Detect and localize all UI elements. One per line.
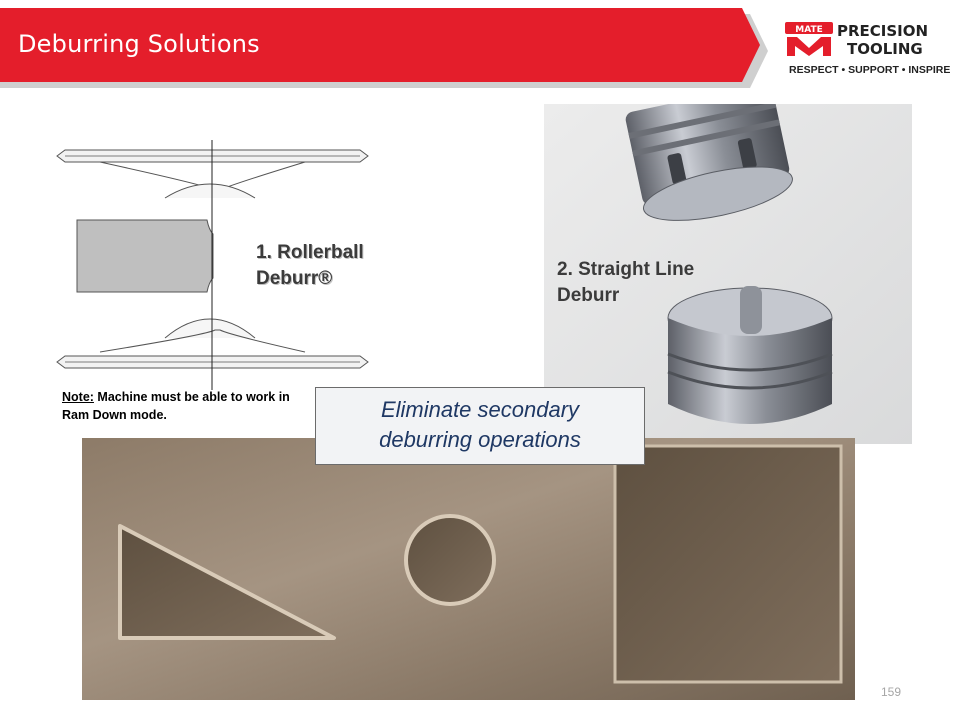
logo-name: PRECISION TOOLING	[837, 22, 928, 58]
page-number: 159	[881, 685, 902, 699]
logo-name-line1: PRECISION	[837, 22, 929, 40]
logo-tagline: RESPECT • SUPPORT • INSPIRE	[789, 64, 951, 76]
rollerball-label-line1: 1. Rollerball	[256, 242, 364, 263]
eliminate-callout-box: Eliminate secondary deburring operations	[315, 387, 645, 465]
straight-line-label-line1: 2. Straight Line	[557, 259, 695, 280]
callout-line1: Eliminate secondary	[380, 397, 580, 422]
company-logo: MATE PRECISION TOOLING RESPECT • SUPPORT…	[785, 22, 950, 82]
deburred-sheet-metal-photo	[82, 438, 855, 700]
callout-line2: deburring operations	[379, 427, 581, 452]
mate-logo-mark-icon: MATE	[785, 22, 833, 56]
logo-name-line2: TOOLING	[847, 40, 923, 58]
rollerball-deburr-diagram	[56, 140, 369, 390]
ram-down-note: Note: Machine must be able to work in Ra…	[62, 388, 302, 424]
rollerball-label: 1. Rollerball Deburr®	[256, 240, 364, 292]
rollerball-label-line2: Deburr®	[256, 268, 333, 289]
note-text: Machine must be able to work in Ram Down…	[62, 390, 290, 422]
straight-line-label-line2: Deburr	[557, 285, 620, 306]
note-prefix: Note:	[62, 390, 94, 404]
straight-line-label: 2. Straight Line Deburr	[557, 257, 694, 309]
slide-title: Deburring Solutions	[18, 30, 260, 58]
title-banner	[0, 8, 768, 88]
logo-mark-text: MATE	[795, 25, 823, 35]
